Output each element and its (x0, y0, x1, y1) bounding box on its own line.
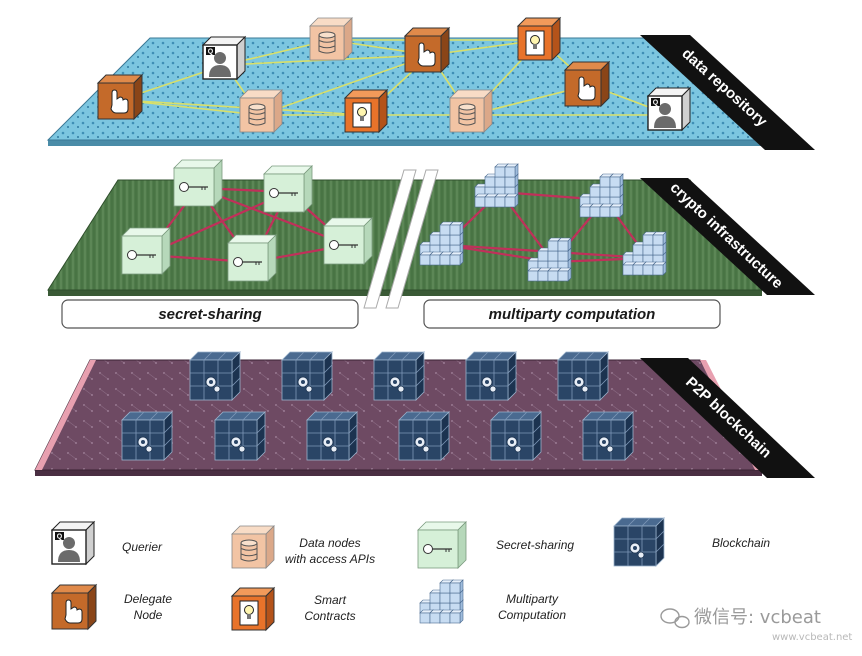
secret-sharing-node-icon (121, 227, 171, 275)
legend-mpc-label: Computation (498, 608, 566, 622)
smart-contract-node-icon (344, 89, 388, 133)
blockchain-ribbon (640, 358, 815, 478)
querier-icon (51, 521, 95, 565)
blockchain-node-icon (557, 351, 609, 401)
blockchain-node-icon (281, 351, 333, 401)
mpc-node-icon (475, 164, 518, 207)
secret-sharing-node-icon (323, 217, 373, 265)
blockchain-node-icon (121, 411, 173, 461)
legend-delegate-label: Node (134, 608, 163, 622)
blockchain-node-icon (490, 411, 542, 461)
blockchain-node-icon (373, 351, 425, 401)
data-node-icon (309, 17, 353, 61)
crypto-floor-edge (48, 290, 762, 296)
data-repository-ribbon (640, 35, 815, 150)
legend-blockchain-label: Blockchain (712, 536, 770, 550)
legend-data-nodes-label: Data nodes (299, 536, 360, 550)
blockchain-node-icon (398, 411, 450, 461)
data-repository-floor-edge (48, 140, 762, 146)
blockchain-node-icon (214, 411, 266, 461)
blockchain-node-icon (582, 411, 634, 461)
querier-node-icon (202, 36, 246, 80)
blockchain-node-icon (465, 351, 517, 401)
watermark-url: www.vcbeat.net (772, 632, 852, 643)
legend-smart-label: Contracts (304, 609, 355, 623)
crypto-divider (385, 169, 439, 309)
legend-secret-sharing-label: Secret-sharing (496, 538, 574, 552)
crypto-ribbon (640, 178, 815, 295)
legend-mpc-label: Multiparty (506, 592, 559, 606)
blockchain-floor-edge (35, 470, 762, 476)
delegate-node-icon (51, 584, 97, 630)
secret-sharing-pill-label: secret-sharing (158, 306, 261, 323)
legend-data-nodes-label: with access APIs (285, 552, 375, 566)
delegate-node-icon (404, 27, 450, 73)
data-node-icon (231, 525, 275, 569)
watermark: 微信号: vcbeat www.vcbeat.net (660, 607, 852, 643)
blockchain-floor-glow (35, 360, 96, 470)
data-node-icon (239, 89, 283, 133)
blockchain-icon (613, 517, 665, 567)
mpc-icon (420, 580, 463, 623)
legend-smart-label: Smart (314, 593, 347, 607)
blockchain-node-icon (189, 351, 241, 401)
delegate-node-icon (97, 74, 143, 120)
data-node-icon (449, 89, 493, 133)
secret-sharing-node-icon (173, 159, 223, 207)
mpc-pill (423, 299, 721, 329)
data-repository-layer: data repository (46, 17, 815, 150)
legend-querier-label: Querier (122, 540, 163, 554)
secret-sharing-pill (61, 299, 359, 329)
secret-sharing-node-icon (227, 234, 277, 282)
mpc-pill-label: multiparty computation (489, 306, 656, 323)
crypto-infrastructure-layer: crypto infrastructure secret-sharing mul… (47, 159, 815, 329)
querier-node-icon (647, 87, 691, 131)
secret-sharing-icon (417, 521, 467, 569)
smart-contract-icon (231, 587, 275, 631)
legend-delegate-label: Delegate (124, 592, 172, 606)
secret-sharing-node-icon (263, 165, 313, 213)
watermark-text: 微信号: vcbeat (694, 607, 821, 628)
crypto-divider (363, 169, 417, 309)
blockchain-node-icon (306, 411, 358, 461)
legend: Querier Delegate Node Data nodes with ac… (51, 517, 770, 631)
delegate-node-icon (564, 61, 610, 107)
smart-contract-node-icon (517, 17, 561, 61)
p2p-blockchain-layer: P2P blockchain (34, 351, 815, 478)
wechat-icon (660, 608, 690, 629)
